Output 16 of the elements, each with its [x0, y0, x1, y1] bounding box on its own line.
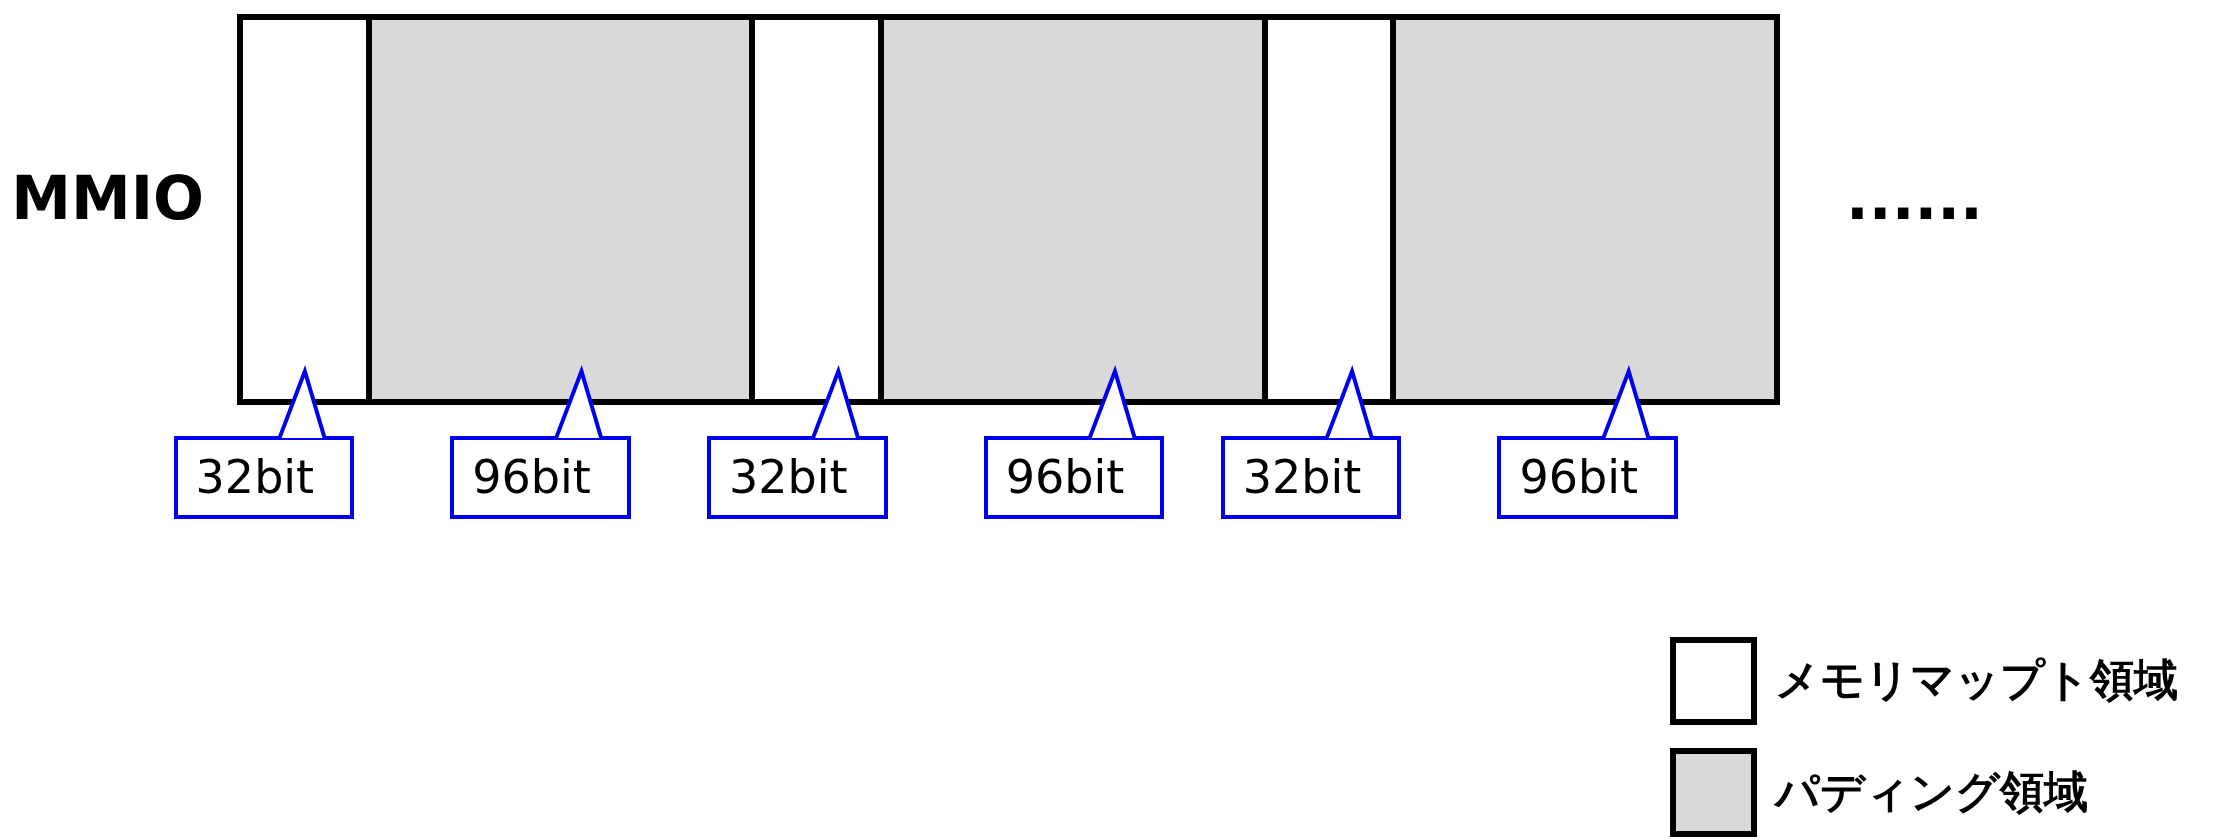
callout-pointer — [1324, 364, 1374, 441]
legend-label: パディング領域 — [1775, 764, 2089, 819]
bit-width-text: 32bit — [1242, 450, 1362, 505]
callout-pointer — [554, 364, 604, 441]
bit-width-text: 96bit — [1005, 450, 1125, 505]
ellipsis-text: ...... — [1846, 163, 1983, 232]
callout-pointer — [277, 364, 327, 441]
bit-width-text: 96bit — [1519, 450, 1638, 505]
row-label: MMIO — [11, 163, 205, 232]
callout-pointer — [1087, 364, 1137, 441]
bit-width-text: 96bit — [472, 450, 591, 505]
bit-width-text: 32bit — [729, 450, 848, 505]
callout-pointer — [810, 364, 861, 441]
legend-label: メモリマップト領域 — [1775, 653, 2179, 708]
bit-width-text: 32bit — [195, 450, 315, 505]
callout-pointer — [1601, 364, 1651, 441]
